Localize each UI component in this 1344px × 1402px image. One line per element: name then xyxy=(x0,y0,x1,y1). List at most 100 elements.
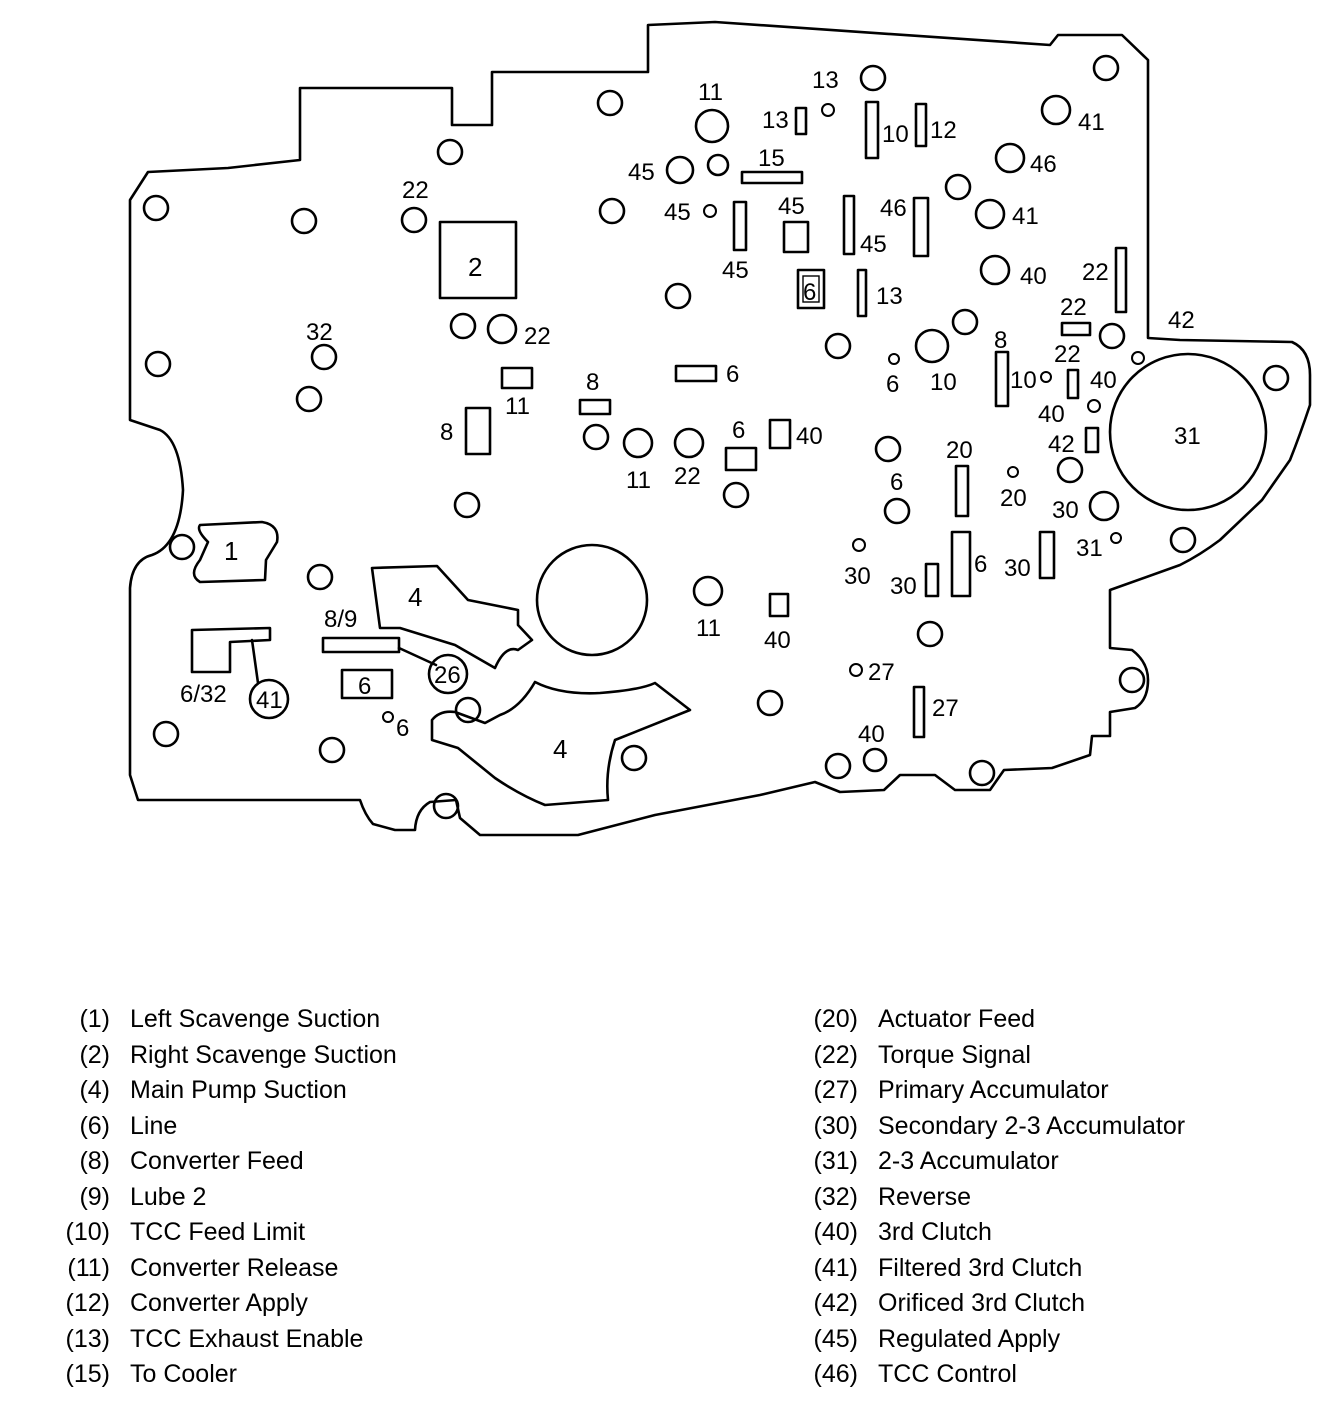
label-port-22d: 22 xyxy=(524,323,551,350)
legend-code: (46) xyxy=(813,1360,858,1388)
legend-name: TCC Feed Limit xyxy=(130,1218,306,1246)
legend-item: (22)Torque Signal xyxy=(786,1038,1185,1074)
legend-name: Torque Signal xyxy=(878,1040,1031,1069)
label-port-40f: 40 xyxy=(858,721,885,748)
legend-item: (40)3rd Clutch xyxy=(786,1215,1185,1251)
label-port-45d: 45 xyxy=(860,231,887,258)
legend-name: TCC Exhaust Enable xyxy=(130,1324,364,1353)
legend-code: (15) xyxy=(65,1360,110,1388)
label-port-1: 1 xyxy=(224,536,238,566)
port-6-32-outline xyxy=(190,626,272,674)
legend-name: Regulated Apply xyxy=(878,1324,1061,1353)
label-port-30a: 30 xyxy=(1052,497,1079,524)
bolt-holes xyxy=(142,54,1290,820)
label-port-10c: 10 xyxy=(1010,367,1037,394)
legend-item: (10) TCC Feed Limit xyxy=(38,1215,397,1251)
legend-code: (31) xyxy=(813,1147,858,1175)
legend-name: To Cooler xyxy=(130,1360,237,1388)
label-port-40d: 40 xyxy=(796,423,823,450)
legend-code: (41) xyxy=(813,1253,858,1282)
label-port-6c: 6 xyxy=(726,361,739,388)
center-bore-circle xyxy=(535,543,649,657)
legend-item: (41) Filtered 3rd Clutch xyxy=(786,1251,1185,1287)
legend-item: (46) TCC Control xyxy=(786,1357,1185,1393)
legend-code: (32) xyxy=(813,1182,858,1211)
label-port-13b: 13 xyxy=(762,107,789,134)
port-2-square xyxy=(438,220,518,300)
label-port-11b: 11 xyxy=(505,393,530,420)
legend-code: (6) xyxy=(79,1111,110,1140)
label-port-31s: 31 xyxy=(1076,535,1103,562)
label-port-6s: 6 xyxy=(396,715,409,742)
legend-item: (11) Converter Release xyxy=(38,1251,397,1287)
legend-item: (15) To Cooler xyxy=(38,1357,397,1393)
legend-code: (20) xyxy=(813,1005,858,1033)
label-port-32: 32 xyxy=(306,319,333,346)
legend-item: (20)Actuator Feed xyxy=(786,1002,1185,1038)
label-port-8-9: 8/9 xyxy=(324,606,357,633)
label-port-11a: 11 xyxy=(698,79,723,106)
label-port-22f: 22 xyxy=(674,463,701,490)
legend-name: Lube 2 xyxy=(130,1182,207,1211)
legend-code: (4) xyxy=(79,1076,110,1104)
port-31-circle xyxy=(1108,352,1268,512)
legend-code: (40) xyxy=(813,1218,858,1246)
legend-name: Line xyxy=(130,1111,178,1140)
label-port-40e: 40 xyxy=(764,627,791,654)
legend-item: (2)Right Scavenge Suction xyxy=(38,1038,396,1074)
legend-item: (9)Lube 2 xyxy=(38,1180,397,1216)
legend-code: (11) xyxy=(67,1253,110,1282)
label-port-6d: 6 xyxy=(732,417,745,444)
label-port-40a: 40 xyxy=(1020,263,1047,290)
label-port-31: 31 xyxy=(1174,423,1201,450)
legend-code: (2) xyxy=(79,1040,110,1069)
port-4-upper-outline xyxy=(370,564,534,670)
port-41-circle xyxy=(248,678,290,720)
label-port-46b: 46 xyxy=(880,195,907,222)
label-port-42a: 42 xyxy=(1168,307,1195,334)
legend-name: Orificed 3rd Clutch xyxy=(878,1289,1086,1317)
label-port-12: 12 xyxy=(930,117,957,144)
label-port-8b: 8 xyxy=(586,369,599,396)
legend-name: Primary Accumulator xyxy=(878,1076,1109,1104)
label-port-8a: 8 xyxy=(994,327,1007,354)
legend-code: (10) xyxy=(65,1218,110,1246)
legend-code: (8) xyxy=(79,1147,110,1175)
gasket-outline xyxy=(128,20,1312,837)
legend-code: (1) xyxy=(79,1005,110,1033)
label-port-8c: 8 xyxy=(440,419,453,446)
label-port-11d: 11 xyxy=(696,615,721,642)
label-port-10a: 10 xyxy=(882,121,909,148)
legend-name: Main Pump Suction xyxy=(130,1076,347,1104)
legend-code: (27) xyxy=(813,1076,858,1104)
label-port-6box: 6 xyxy=(358,673,371,700)
legend-name: Converter Release xyxy=(130,1253,339,1282)
label-port-11c: 11 xyxy=(626,467,651,494)
legend-item: (6) Line xyxy=(38,1109,397,1145)
legend-name: Secondary 2-3 Accumulator xyxy=(878,1111,1186,1140)
label-port-45b: 45 xyxy=(664,199,691,226)
label-port-6b: 6 xyxy=(886,371,899,398)
label-port-30d: 30 xyxy=(1004,555,1031,582)
legend-name: Filtered 3rd Clutch xyxy=(878,1253,1083,1282)
label-port-22a: 22 xyxy=(402,177,429,204)
port-1-outline xyxy=(192,520,279,584)
label-port-42b: 42 xyxy=(1048,431,1075,458)
legend-name: Converter Feed xyxy=(130,1147,304,1175)
legend-code: (30) xyxy=(813,1111,858,1140)
legend-code: (45) xyxy=(813,1324,858,1353)
label-port-22c: 22 xyxy=(1060,294,1087,321)
label-port-6-32: 6/32 xyxy=(180,681,227,708)
legend-code: (42) xyxy=(813,1289,858,1317)
port-8-9-slot xyxy=(321,636,401,654)
legend-name: Left Scavenge Suction xyxy=(130,1005,381,1033)
label-port-13a: 13 xyxy=(812,67,839,94)
legend-item: (31)2-3 Accumulator xyxy=(786,1144,1185,1180)
legend-code: (12) xyxy=(65,1289,110,1317)
label-port-41c: 41 xyxy=(256,687,283,714)
label-port-20a: 20 xyxy=(946,437,973,464)
label-port-10b: 10 xyxy=(930,369,957,396)
valve-body-diagram: 1 2 4 4 8/9 26 6/32 41 6 6 31 11 13 13 1… xyxy=(128,20,1312,837)
legend-item: (27) Primary Accumulator xyxy=(786,1073,1185,1109)
legend-name: TCC Control xyxy=(878,1360,1017,1388)
